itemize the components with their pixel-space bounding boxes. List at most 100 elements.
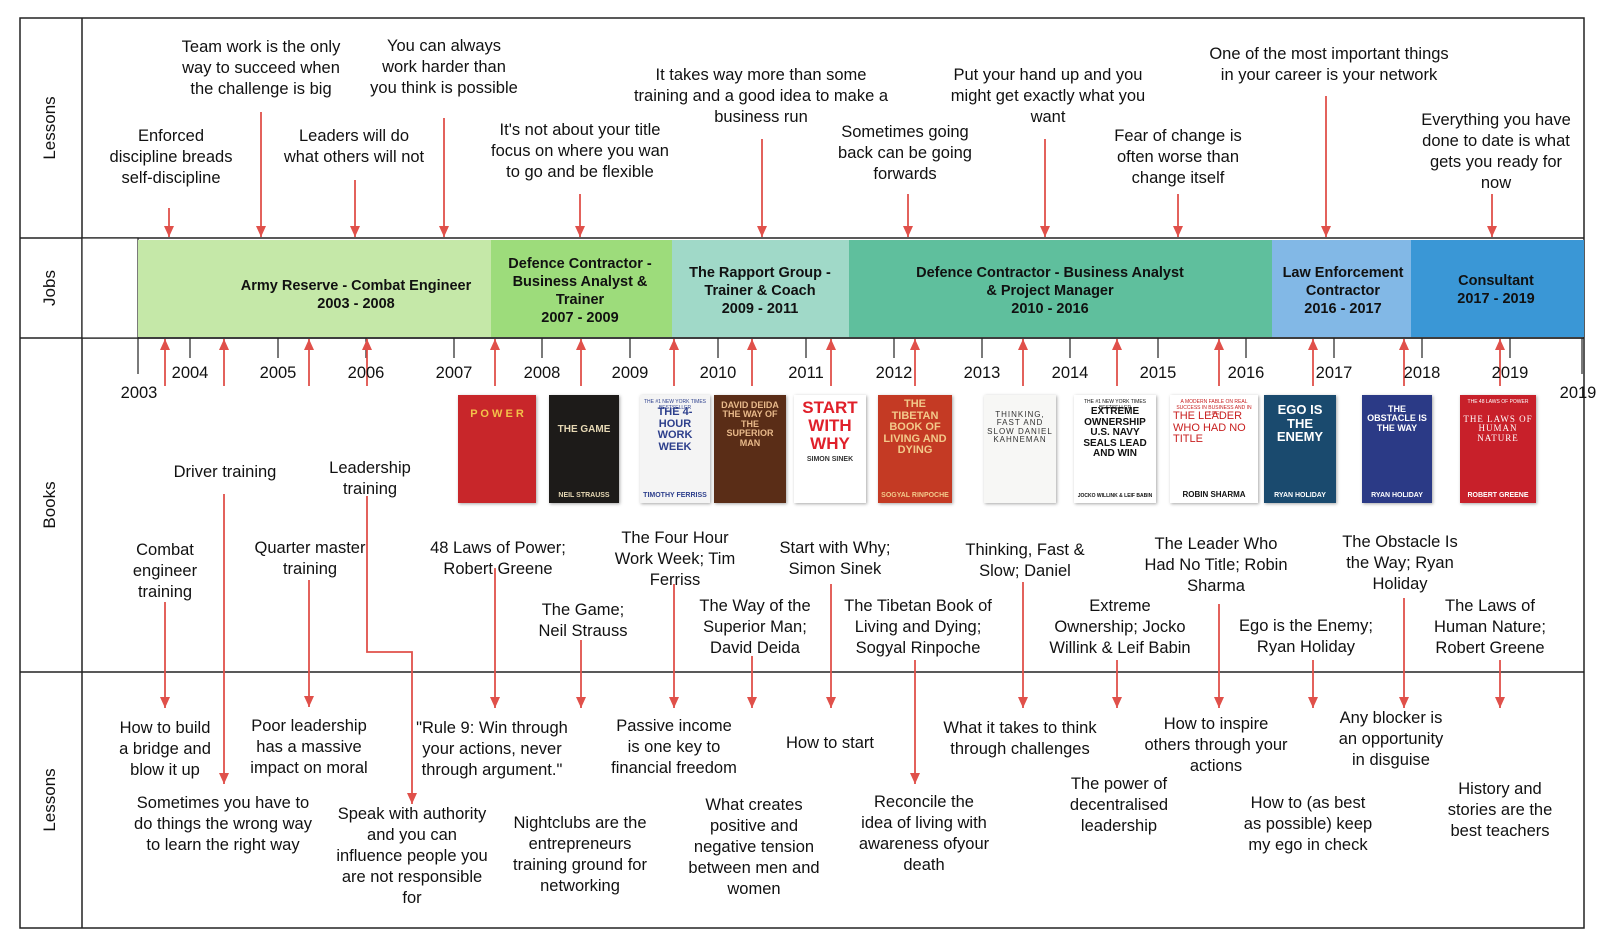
arrow-head [575, 226, 585, 237]
lesson-bottom: The power of decentralised leadership [1069, 775, 1169, 835]
arrow-head [1308, 339, 1318, 350]
year-label: 2017 [1315, 364, 1353, 382]
job-label: Defence Contractor - Business Analyst & … [508, 256, 652, 326]
lesson-top: Enforced discipline breads self-discipli… [109, 127, 233, 187]
book-title: The Obstacle Is the Way; Ryan Holiday [1342, 533, 1458, 593]
arrow-head [304, 339, 314, 350]
arrow-head [1321, 226, 1331, 237]
training-label: Driver training [173, 463, 277, 481]
arrow-head [1399, 339, 1409, 350]
book-cover-obstacle-is-the-way: THE OBSTACLE IS THE WAY RYAN HOLIDAY [1362, 395, 1432, 503]
job-band [491, 240, 672, 337]
year-label: 2004 [171, 364, 209, 382]
arrow-head [1308, 697, 1318, 708]
arrow-head [669, 697, 679, 708]
arrow-head [362, 339, 372, 350]
lesson-bottom: How to inspire others through your actio… [1144, 715, 1288, 775]
arrow-head [1399, 697, 1409, 708]
lesson-top: You can always work harder than you thin… [370, 37, 518, 97]
training-label: Leadership training [329, 459, 411, 498]
arrow-head [219, 773, 229, 784]
job-band [849, 240, 1272, 337]
book-cover-laws-of-human-nature: THE 48 LAWS OF POWER THE LAWS OF HUMAN N… [1460, 395, 1536, 503]
arrow-head [439, 226, 449, 237]
arrow-head [1040, 226, 1050, 237]
arrow-head [1495, 339, 1505, 350]
arrow-head [160, 697, 170, 708]
lesson-bottom: Nightclubs are the entrepreneurs trainin… [513, 814, 647, 895]
training-label: Combat engineer training [132, 541, 198, 601]
year-label: 2003 [120, 384, 158, 402]
book-cover-way-of-superior-man: DAVID DEIDA THE WAY OF THE SUPERIOR MAN [714, 395, 786, 503]
arrow-head [1214, 339, 1224, 350]
year-label: 2012 [875, 364, 913, 382]
arrow-head [1495, 697, 1505, 708]
arrow-head [164, 226, 174, 237]
lesson-bottom: How to (as best as possible) keep my ego… [1243, 794, 1373, 854]
lesson-top: Team work is the only way to succeed whe… [181, 38, 341, 98]
lesson-top: Put your hand up and you might get exact… [950, 66, 1146, 126]
job-label: Army Reserve - Combat Engineer 2003 - 20… [240, 278, 472, 312]
arrow-head [910, 339, 920, 350]
lesson-bottom: History and stories are the best teacher… [1447, 780, 1553, 840]
lesson-top: One of the most important things in your… [1209, 45, 1449, 84]
book-title: The Way of the Superior Man; David Deida [699, 597, 811, 657]
lesson-bottom: How to build a bridge and blow it up [119, 719, 211, 779]
arrow-head [304, 696, 314, 707]
job-band [1272, 240, 1411, 337]
arrow-head [256, 226, 266, 237]
job-label: Defence Contractor - Business Analyst & … [916, 265, 1184, 317]
book-cover-extreme-ownership: THE #1 NEW YORK TIMES BESTSELLER EXTREME… [1074, 395, 1156, 503]
training-label: Quarter master training [254, 539, 366, 578]
arrow-head [1018, 339, 1028, 350]
lesson-bottom: "Rule 9: Win through your actions, never… [416, 719, 568, 779]
year-label: 2016 [1227, 364, 1265, 382]
lesson-bottom: Passive income is one key to financial f… [611, 717, 737, 777]
book-cover-start-with-why: START WITH WHY SIMON SINEK [794, 395, 866, 503]
book-cover-tibetan-book: THE TIBETAN BOOK OF LIVING AND DYING SOG… [878, 395, 952, 503]
arrow-head [757, 226, 767, 237]
row-label-jobs: Jobs [40, 270, 59, 306]
job-band [138, 240, 491, 337]
arrow-head [747, 339, 757, 350]
lesson-top: It takes way more than some training and… [633, 66, 889, 126]
lesson-bottom: Poor leadership has a massive impact on … [250, 717, 368, 777]
book-cover-ego-is-the-enemy: EGO IS THE ENEMY RYAN HOLIDAY [1264, 395, 1336, 503]
year-label: 2006 [347, 364, 385, 382]
lesson-bottom: Sometimes you have to do things the wron… [134, 794, 312, 854]
year-label: 2013 [963, 364, 1001, 382]
arrow-head [219, 339, 229, 350]
arrow-head [160, 339, 170, 350]
job-label: The Rapport Group - Trainer & Coach 2009… [689, 265, 831, 317]
row-label-books: Books [40, 481, 59, 529]
row-label-lessons-bottom: Lessons [40, 768, 59, 832]
year-label: 2019 [1559, 384, 1597, 402]
year-label: 2005 [259, 364, 297, 382]
arrow-head [490, 339, 500, 350]
arrow-head [1173, 226, 1183, 237]
job-band [1411, 240, 1584, 337]
arrow-head [576, 339, 586, 350]
lesson-top: Leaders will do what others will not [283, 127, 425, 166]
connector-line [366, 496, 413, 804]
arrow-head [1112, 339, 1122, 350]
arrow-head [576, 697, 586, 708]
arrow-head [747, 697, 757, 708]
arrow-head [826, 697, 836, 708]
arrow-head [350, 226, 360, 237]
lesson-top: Everything you have done to date is what… [1421, 111, 1571, 192]
lesson-bottom: What creates positive and negative tensi… [688, 796, 820, 898]
arrow-head [669, 339, 679, 350]
row-label-lessons-top: Lessons [40, 96, 59, 160]
arrow-head [407, 793, 417, 804]
jobs-blank-cell [81, 237, 139, 339]
book-cover-48-laws-of-power: P O W E R [458, 395, 536, 503]
year-label: 2014 [1051, 364, 1089, 382]
year-label: 2018 [1403, 364, 1441, 382]
lesson-top: It's not about your title focus on where… [491, 121, 669, 181]
lesson-top: Sometimes going back can be going forwar… [838, 123, 972, 183]
book-cover-four-hour-work-week: THE #1 NEW YORK TIMES BESTSELLER THE 4-H… [640, 395, 710, 503]
lesson-bottom: Any blocker is an opportunity in disguis… [1338, 709, 1444, 769]
arrow-head [826, 339, 836, 350]
